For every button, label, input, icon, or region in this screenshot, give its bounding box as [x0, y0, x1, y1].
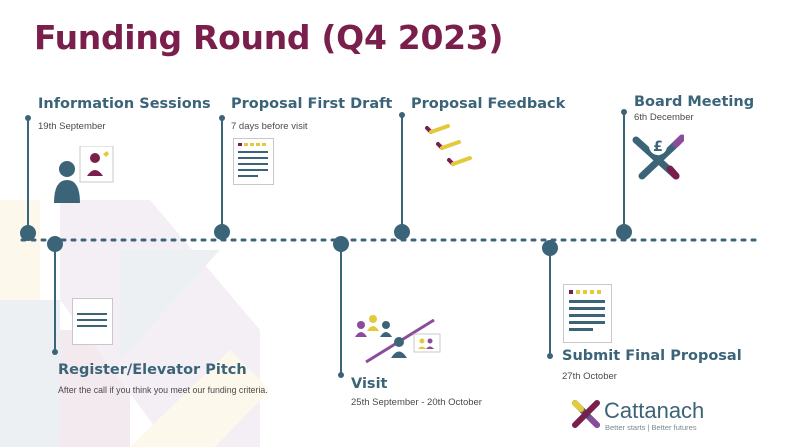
svg-text:£: £: [653, 139, 663, 155]
milestone-label-register: Register/Elevator Pitch: [58, 362, 247, 378]
node-submit-final: [542, 240, 558, 256]
document-icon: [233, 138, 274, 185]
page-title: Funding Round (Q4 2023): [34, 18, 504, 57]
milestone-date-board-meeting: 6th December: [634, 112, 694, 123]
milestone-label-visit: Visit: [351, 376, 388, 392]
milestone-date-register: After the call if you think you meet our…: [58, 385, 268, 395]
people-icon: [54, 146, 114, 203]
node-register: [47, 236, 63, 252]
milestone-date-information-sessions: 19th September: [38, 121, 106, 132]
milestone-date-submit-final: 27th October: [562, 371, 617, 382]
milestone-label-submit-final: Submit Final Proposal: [562, 348, 742, 364]
document-icon: [72, 298, 113, 345]
checklist-icon: [425, 124, 472, 166]
milestone-label-information-sessions: Information Sessions: [38, 96, 211, 112]
pound-crossed-icon: £: [632, 134, 684, 180]
milestone-label-proposal-feedback: Proposal Feedback: [411, 96, 566, 112]
node-information-sessions: [20, 225, 36, 241]
cattanach-logo-icon: [572, 400, 600, 428]
node-board-meeting: [616, 224, 632, 240]
milestone-label-board-meeting: Board Meeting: [634, 94, 755, 110]
logo-tagline: Better starts | Better futures: [605, 423, 697, 432]
node-proposal-first-draft: [214, 224, 230, 240]
node-proposal-feedback: [394, 224, 410, 240]
node-visit: [333, 236, 349, 252]
group-meeting-icon: [355, 315, 441, 364]
document-icon: [563, 284, 612, 343]
logo-name: Cattanach: [604, 398, 705, 423]
milestone-label-proposal-first-draft: Proposal First Draft: [231, 96, 393, 112]
milestone-date-visit: 25th September - 20th October: [351, 397, 482, 408]
milestone-date-proposal-first-draft: 7 days before visit: [231, 121, 308, 132]
